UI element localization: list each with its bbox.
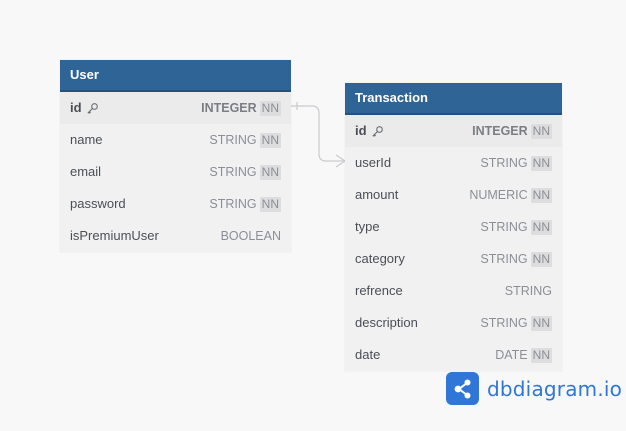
field-type: INTEGER [472, 124, 528, 138]
field-type: DATE [495, 348, 528, 362]
table-header[interactable]: Transaction [345, 83, 562, 115]
field-name: amount [355, 179, 469, 211]
not-null-badge: NN [530, 187, 552, 203]
not-null-badge: NN [530, 251, 552, 267]
field-name-label: category [355, 251, 405, 266]
not-null-badge: NN [259, 164, 281, 180]
field-name: date [355, 339, 495, 371]
field-row-isPremiumUser[interactable]: isPremiumUser BOOLEAN [60, 220, 291, 252]
field-name: password [70, 188, 209, 220]
field-name-label: password [70, 196, 126, 211]
field-name-label: isPremiumUser [70, 228, 159, 243]
field-type: NUMERIC [469, 188, 528, 202]
brand-logo: dbdiagram.io [446, 372, 622, 405]
field-name: id [355, 115, 472, 147]
not-null-badge: NN [259, 196, 281, 212]
not-null-badge: NN [530, 315, 552, 331]
not-null-badge: NN [530, 347, 552, 363]
field-type: STRING [209, 197, 257, 211]
field-type: STRING [480, 220, 528, 234]
field-name-label: id [355, 123, 367, 138]
brand-name: dbdiagram.io [487, 376, 623, 401]
field-type: STRING [504, 284, 552, 298]
not-null-badge: NN [530, 123, 552, 139]
field-name: category [355, 243, 480, 275]
field-name-label: name [70, 132, 103, 147]
share-nodes-icon [446, 372, 479, 405]
field-name: id [70, 92, 201, 124]
field-type: STRING [209, 133, 257, 147]
table-header[interactable]: User [60, 60, 291, 92]
field-name: type [355, 211, 480, 243]
field-name-label: date [355, 347, 381, 362]
field-name-label: id [70, 100, 82, 115]
field-name-label: userId [355, 155, 392, 170]
field-type: STRING [209, 165, 257, 179]
field-name: refrence [355, 275, 505, 307]
field-name: userId [355, 147, 480, 179]
field-name-label: email [70, 164, 102, 179]
not-null-badge: NN [530, 219, 552, 235]
field-name-label: type [355, 219, 380, 234]
field-type: STRING [480, 316, 528, 330]
field-type: BOOLEAN [220, 229, 281, 243]
field-type: STRING [480, 252, 528, 266]
field-name: description [355, 307, 480, 339]
not-null-badge: NN [259, 100, 281, 116]
field-type: STRING [480, 156, 528, 170]
field-name-label: refrence [355, 283, 403, 298]
field-name: isPremiumUser [70, 220, 221, 252]
key-icon [86, 102, 99, 115]
field-name: email [70, 156, 209, 188]
key-icon [371, 125, 384, 138]
field-name-label: amount [355, 187, 399, 202]
field-type: INTEGER [201, 101, 257, 115]
field-name-label: description [355, 315, 418, 330]
field-name: name [70, 124, 209, 156]
not-null-badge: NN [259, 132, 281, 148]
not-null-badge: NN [530, 155, 552, 171]
field-row-refrence[interactable]: refrence STRING [345, 275, 562, 307]
